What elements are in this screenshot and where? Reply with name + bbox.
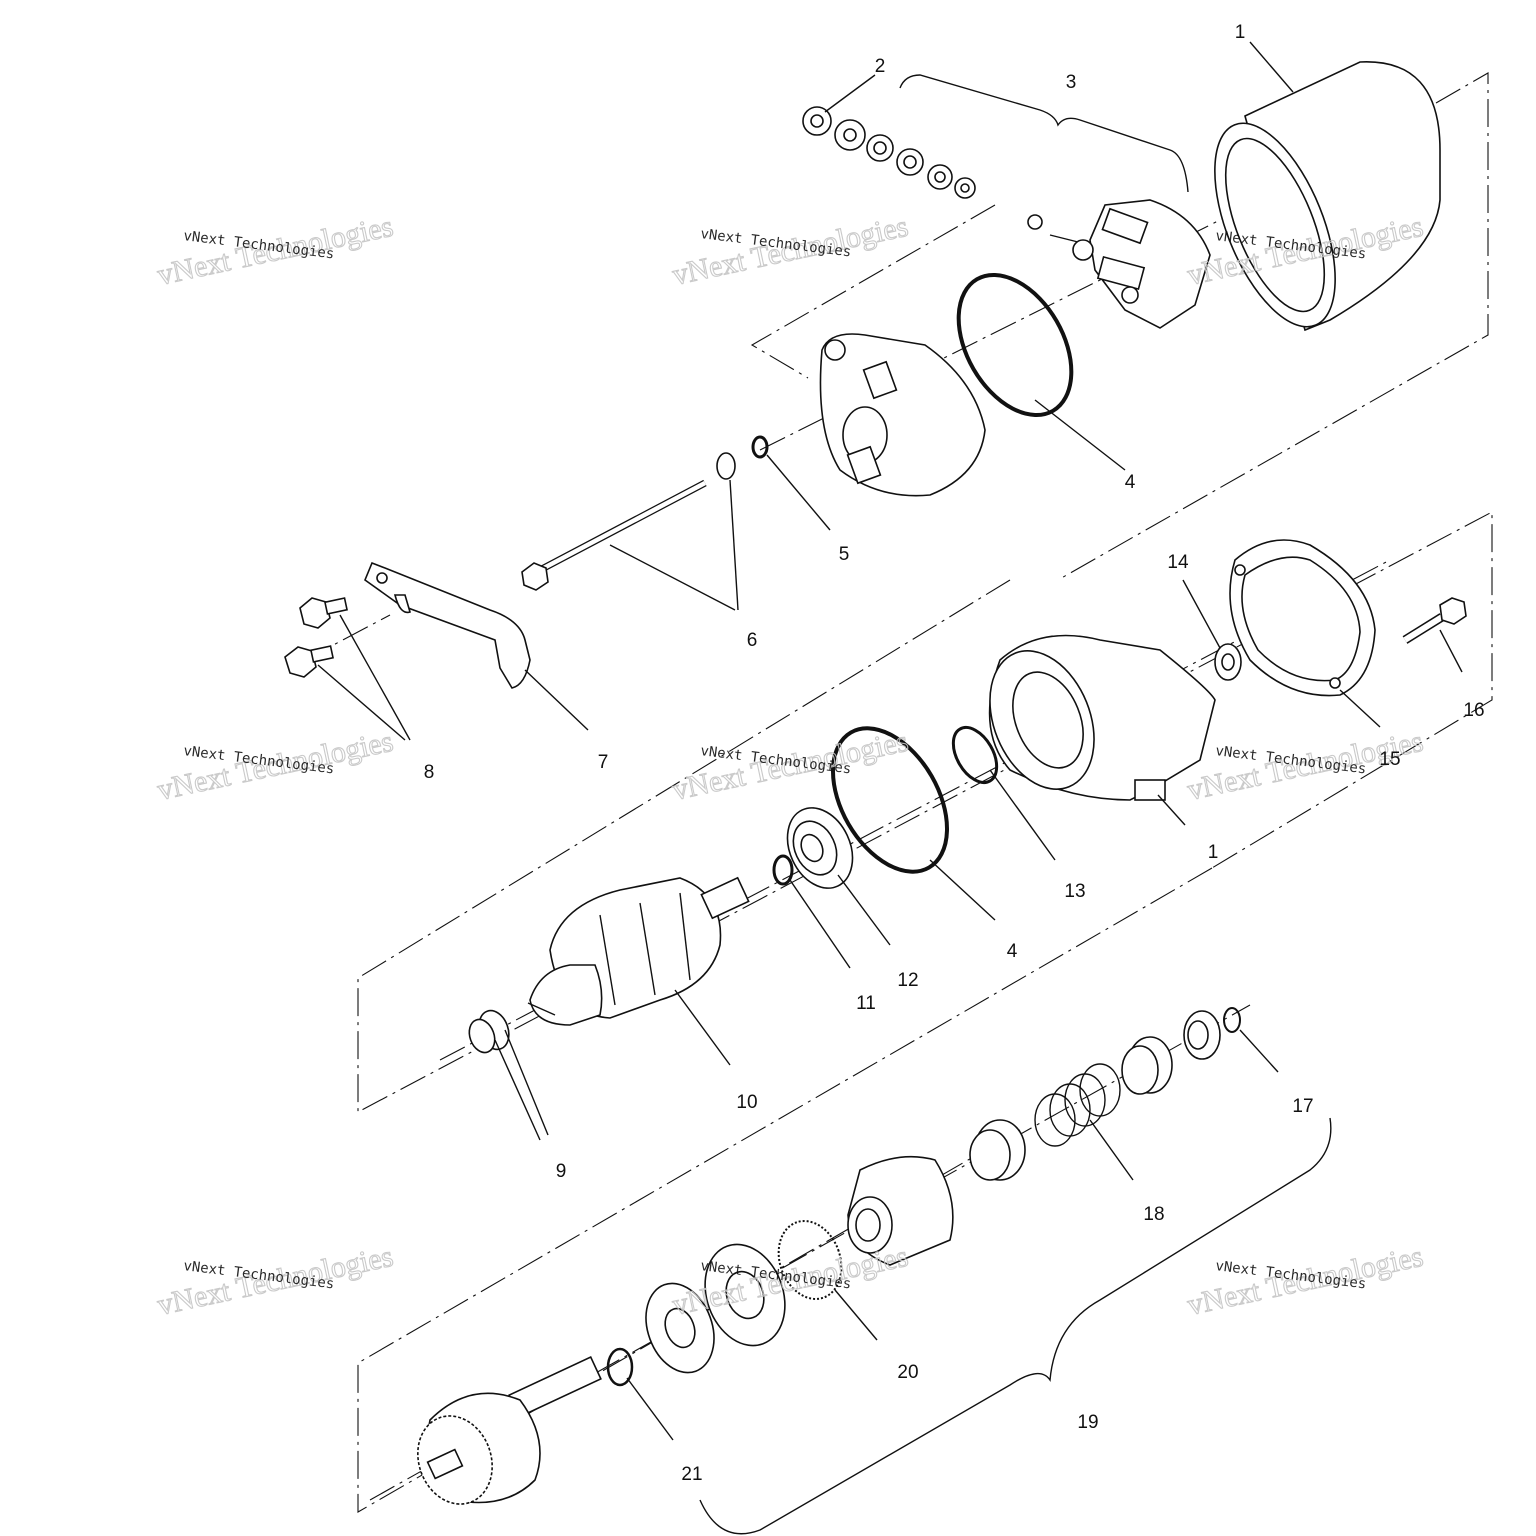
- spring-ring-20: [777, 1220, 843, 1300]
- callout-4-lower: 4: [1007, 941, 1018, 962]
- small-o-ring: [751, 435, 769, 459]
- callout-20: 20: [897, 1362, 918, 1383]
- washer: [1214, 643, 1242, 681]
- leader-lines: [317, 41, 1463, 1441]
- callout-12: 12: [897, 970, 918, 991]
- bracket-bolts: [284, 597, 348, 678]
- callout-1: 1: [1235, 22, 1246, 43]
- shims: [468, 1009, 510, 1054]
- brush-holder: [1027, 199, 1211, 329]
- callout-17: 17: [1292, 1096, 1313, 1117]
- o-ring-top: [956, 272, 1074, 418]
- overrunning-parts: [969, 1007, 1241, 1181]
- callout-18: 18: [1143, 1204, 1164, 1225]
- circlip-21: [606, 1347, 634, 1387]
- watermarks: vNext Technologies vNext Technologies vN…: [154, 209, 1427, 1322]
- callout-21: 21: [681, 1464, 702, 1485]
- o-ring-13: [951, 726, 999, 784]
- pinion-clutch: [847, 1155, 954, 1266]
- bearing: [786, 807, 854, 889]
- front-housing: [988, 634, 1216, 801]
- group-braces: [699, 74, 1332, 1535]
- callout-labels: 1 2 3 4 4 5 6 7 8 9 10 11 12 13 14 15 16…: [424, 22, 1485, 1485]
- callout-10: 10: [736, 1092, 757, 1113]
- callout-16: 16: [1463, 700, 1484, 721]
- callout-14: 14: [1167, 552, 1189, 573]
- plates: [645, 1243, 786, 1374]
- callout-8: 8: [424, 762, 435, 783]
- callout-4: 4: [1125, 472, 1136, 493]
- callout-15: 15: [1379, 749, 1400, 770]
- through-bolt: [521, 452, 736, 591]
- callout-1-lower: 1: [1208, 842, 1219, 863]
- callout-9: 9: [556, 1161, 567, 1182]
- o-ring-lower: [831, 726, 949, 874]
- callout-2: 2: [875, 56, 886, 77]
- callout-7: 7: [598, 752, 609, 773]
- nut-and-washers: [802, 106, 976, 199]
- gear-shaft: [417, 1356, 602, 1505]
- callout-3: 3: [1066, 72, 1077, 93]
- callout-11: 11: [856, 993, 876, 1014]
- mounting-bracket: [364, 561, 531, 689]
- callout-19: 19: [1077, 1412, 1098, 1433]
- callout-6: 6: [747, 630, 758, 651]
- callout-13: 13: [1064, 881, 1085, 902]
- armature: [527, 876, 750, 1026]
- housing-bolt: [1402, 597, 1467, 644]
- yoke-housing: [1214, 61, 1441, 332]
- circlip-11: [772, 854, 794, 886]
- gasket: [1229, 539, 1376, 697]
- callout-5: 5: [839, 544, 850, 565]
- rear-cover: [819, 333, 986, 497]
